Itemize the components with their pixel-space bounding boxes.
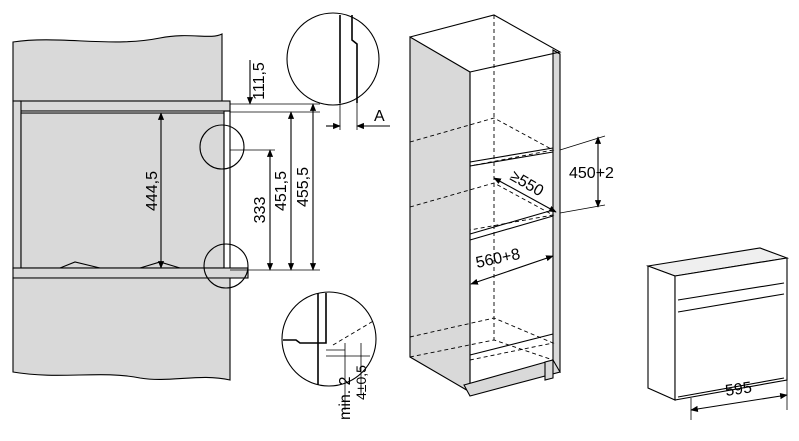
detail-a-magnified: A: [286, 12, 390, 130]
dim-label-455-5: 455,5: [295, 167, 312, 207]
appliance-isometric: 595: [645, 247, 790, 420]
dim-label-450: 450+2: [569, 165, 614, 182]
front-panel-strip: [12, 100, 22, 270]
detail-a-circle: [286, 12, 380, 106]
dim-label-333: 333: [252, 197, 269, 224]
lower-cabinet-panel: [12, 277, 231, 381]
dim-line-560: [470, 255, 554, 285]
cabinet-top-outline: [409, 14, 562, 73]
dim-label-595: 595: [724, 379, 753, 400]
dim-label-111-5: 111,5: [251, 62, 268, 100]
detail-bottom-door-swing: [332, 319, 376, 346]
dim-label-560: 560+8: [474, 246, 522, 272]
cabinet-left-side: [409, 36, 471, 393]
bottom-shelf-board: [12, 267, 249, 279]
detail-circle-top: [199, 124, 245, 170]
side-section-view: 444,5 111,5 333 451,5 455,5: [12, 33, 320, 381]
tall-cabinet-isometric: ≥550 450+2 560+8: [409, 14, 614, 397]
dim-line-595: [690, 393, 788, 412]
detail-a-front-edge: [351, 15, 358, 103]
dim-label-451-5: 451,5: [273, 171, 290, 211]
detail-a-label: A: [374, 108, 385, 125]
appliance-control-strip: [677, 282, 785, 301]
upper-cabinet-panel: [12, 33, 223, 102]
appliance-side: [647, 265, 676, 401]
top-shelf-board: [19, 100, 231, 112]
detail-bottom-front: [283, 293, 327, 344]
detail-label-min-2: min. 2: [337, 376, 354, 420]
detail-label-4-tol: 4±0,5: [353, 365, 369, 400]
appliance-body: [20, 112, 225, 269]
dim-line-550: [493, 177, 557, 213]
appliance-front-frame: [223, 110, 231, 270]
cabinet-plinth: [463, 359, 561, 397]
appliance-front: [674, 257, 788, 401]
dim-label-444-5: 444,5: [144, 171, 161, 211]
detail-circle-bottom: [203, 243, 249, 289]
detail-bottom-circle: [281, 291, 377, 387]
detail-bottom-magnified: min. 2 4±0,5: [281, 291, 377, 420]
